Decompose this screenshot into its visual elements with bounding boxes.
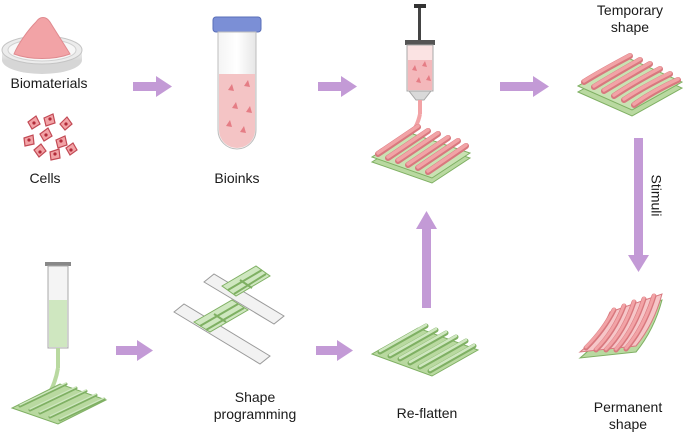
label-temporary-line2: shape bbox=[610, 19, 650, 35]
arrow-to-bioinks bbox=[133, 76, 172, 97]
bioink-tube-icon bbox=[212, 16, 262, 150]
cells-icon bbox=[23, 113, 78, 161]
label-permanent-shape: Permanent shape bbox=[578, 399, 678, 433]
label-shape-line1: Shape bbox=[234, 389, 276, 405]
petri-dish-icon bbox=[1, 17, 83, 74]
label-permanent-line1: Permanent bbox=[593, 399, 663, 415]
printed-scaffold-pink bbox=[370, 124, 472, 184]
label-cells: Cells bbox=[29, 170, 61, 186]
syringe-printing-icon bbox=[405, 4, 435, 138]
label-temporary-shape: Temporary shape bbox=[580, 2, 680, 36]
label-temporary-line1: Temporary bbox=[596, 2, 664, 18]
label-permanent-line2: shape bbox=[608, 416, 648, 432]
arrow-reflatten-up bbox=[416, 211, 437, 308]
arrow-stimuli-down bbox=[628, 138, 649, 272]
arrow-to-reflatten bbox=[316, 340, 353, 361]
label-bioinks: Bioinks bbox=[214, 170, 260, 186]
arrow-to-shape-programming bbox=[116, 340, 153, 361]
printed-scaffold-green bbox=[10, 382, 108, 425]
permanent-shape-scaffold bbox=[578, 293, 663, 359]
syringe-green-icon bbox=[44, 262, 71, 400]
arrow-to-printing bbox=[318, 76, 357, 97]
reflatten-scaffold bbox=[370, 323, 480, 377]
shape-programming-mold-top bbox=[203, 265, 285, 325]
shape-programming-mold-bottom bbox=[173, 299, 271, 365]
label-stimuli: Stimuli bbox=[648, 174, 665, 217]
label-shape-programming: Shape programming bbox=[205, 389, 305, 423]
label-shape-line2: programming bbox=[213, 406, 297, 422]
temporary-shape-scaffold bbox=[576, 53, 684, 117]
label-reflatten: Re-flatten bbox=[396, 405, 458, 421]
label-biomaterials: Biomaterials bbox=[10, 75, 88, 91]
arrow-to-temporary bbox=[500, 76, 549, 97]
